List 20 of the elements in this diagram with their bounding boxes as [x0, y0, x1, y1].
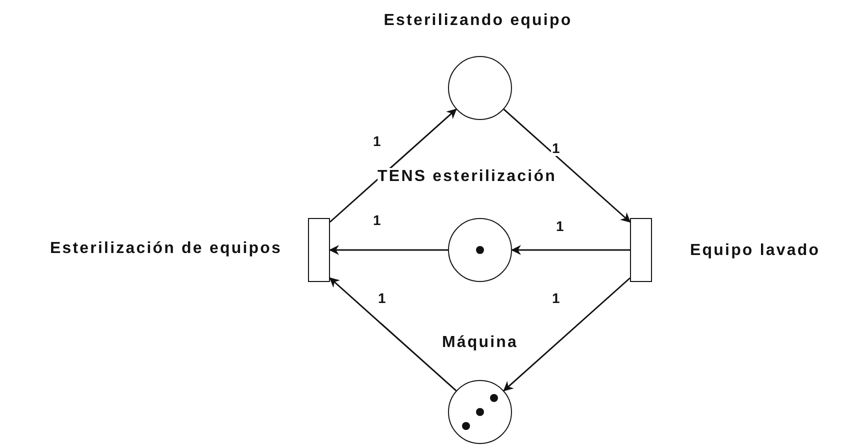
arrow	[330, 108, 457, 223]
edge-label: 1	[377, 290, 387, 306]
node-label: Esterilizando equipo	[384, 12, 572, 30]
edge-label: 1	[551, 290, 561, 306]
transition-bar	[630, 218, 652, 282]
edge-label: 1	[372, 133, 382, 149]
arrow	[503, 277, 630, 392]
place-circle	[448, 380, 512, 444]
arrow	[329, 277, 457, 392]
arrow	[511, 245, 630, 255]
transition-bar	[308, 218, 330, 282]
edge-label: 1	[551, 140, 561, 156]
arrow	[329, 245, 448, 255]
edge-label: 1	[555, 218, 565, 234]
node-label: Equipo lavado	[690, 242, 820, 260]
node-label: Esterilización de equipos	[50, 240, 282, 258]
node-label: Máquina	[442, 334, 518, 352]
arrow	[503, 108, 631, 223]
place-circle	[448, 56, 512, 120]
edge-label: 1	[372, 212, 382, 228]
